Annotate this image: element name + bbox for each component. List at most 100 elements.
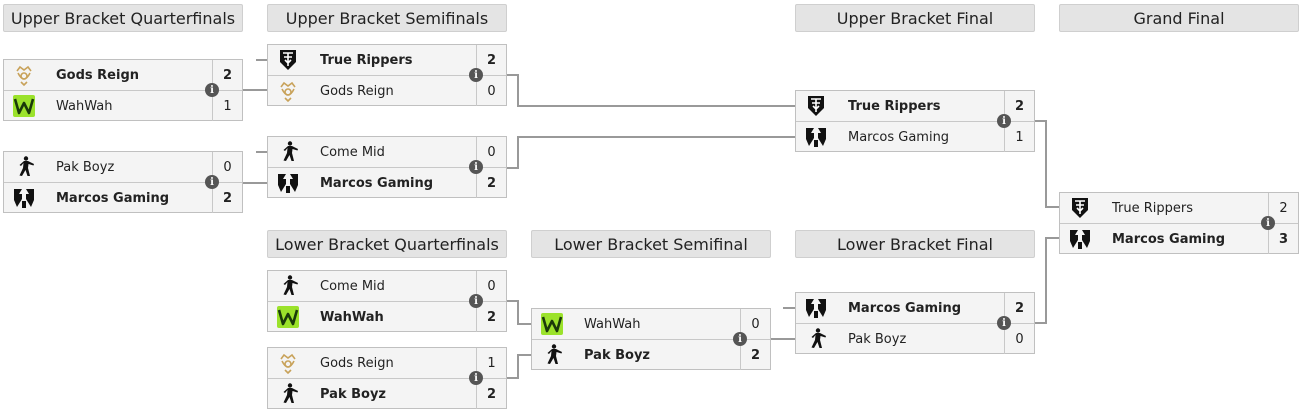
team-score: 2 [476, 379, 506, 409]
gods-reign-logo-icon [4, 60, 44, 90]
match-info-icon[interactable]: i [469, 294, 483, 308]
team-score: 0 [1004, 324, 1034, 354]
match-info-icon[interactable]: i [1261, 216, 1275, 230]
team-row[interactable]: Pak Boyz 0 [796, 324, 1034, 354]
pak-boyz-logo-icon [532, 340, 572, 370]
team-row[interactable]: Pak Boyz 0 [4, 152, 242, 182]
match-info-icon[interactable]: i [997, 114, 1011, 128]
team-row[interactable]: Marcos Gaming 2 [4, 183, 242, 213]
team-row[interactable]: Gods Reign 1 [268, 348, 506, 378]
team-name[interactable]: Pak Boyz [320, 386, 387, 402]
team-name[interactable]: Marcos Gaming [1112, 231, 1226, 247]
team-name[interactable]: Gods Reign [56, 67, 140, 83]
row-divider [268, 167, 506, 168]
row-divider [796, 121, 1034, 122]
team-score: 0 [476, 271, 506, 301]
team-row[interactable]: Marcos Gaming 3 [1060, 224, 1298, 254]
team-row[interactable]: Come Mid 0 [268, 271, 506, 301]
team-name[interactable]: Come Mid [320, 278, 385, 294]
team-score: 2 [476, 45, 506, 75]
wahwah-logo-icon [532, 309, 572, 339]
team-name[interactable]: WahWah [320, 309, 384, 325]
team-score: 2 [1004, 91, 1034, 121]
team-score: 2 [1004, 293, 1034, 323]
match-info-icon[interactable]: i [469, 160, 483, 174]
team-name[interactable]: True Rippers [848, 98, 941, 114]
true-rippers-logo-icon [268, 45, 308, 75]
team-name[interactable]: Pak Boyz [56, 159, 115, 175]
match-info-icon[interactable]: i [733, 332, 747, 346]
team-name[interactable]: Pak Boyz [584, 347, 651, 363]
header-upper-bracket-final: Upper Bracket Final [795, 4, 1035, 32]
team-row[interactable]: Pak Boyz 2 [268, 379, 506, 409]
marcos-gaming-logo-icon [4, 183, 44, 213]
team-score: 0 [476, 76, 506, 106]
come-mid-logo-icon [268, 137, 308, 167]
match-info-icon[interactable]: i [205, 83, 219, 97]
row-divider [4, 90, 242, 91]
team-score: 1 [476, 348, 506, 378]
team-name[interactable]: True Rippers [1112, 200, 1194, 216]
team-name[interactable]: Marcos Gaming [848, 300, 962, 316]
team-score: 0 [212, 152, 242, 182]
team-name[interactable]: Gods Reign [320, 83, 394, 99]
team-score: 1 [212, 91, 242, 121]
match-info-icon[interactable]: i [469, 371, 483, 385]
row-divider [532, 339, 770, 340]
team-name[interactable]: Marcos Gaming [320, 175, 434, 191]
pak-boyz-logo-icon [4, 152, 44, 182]
pak-boyz-logo-icon [796, 324, 836, 354]
row-divider [268, 301, 506, 302]
team-row[interactable]: WahWah 1 [4, 91, 242, 121]
true-rippers-logo-icon [796, 91, 836, 121]
team-name[interactable]: True Rippers [320, 52, 413, 68]
team-name[interactable]: WahWah [584, 316, 641, 332]
header-lower-bracket-final: Lower Bracket Final [795, 230, 1035, 258]
team-name[interactable]: WahWah [56, 98, 113, 114]
team-row[interactable]: WahWah 0 [532, 309, 770, 339]
team-score: 2 [212, 60, 242, 90]
team-score: 1 [1004, 122, 1034, 152]
match-info-icon[interactable]: i [205, 175, 219, 189]
team-name[interactable]: Marcos Gaming [56, 190, 170, 206]
match-info-icon[interactable]: i [997, 316, 1011, 330]
team-score: 2 [212, 183, 242, 213]
team-row[interactable]: Marcos Gaming 2 [268, 168, 506, 198]
team-name[interactable]: Gods Reign [320, 355, 394, 371]
team-row[interactable]: Gods Reign 2 [4, 60, 242, 90]
team-row[interactable]: Marcos Gaming 1 [796, 122, 1034, 152]
team-score: 2 [476, 168, 506, 198]
pak-boyz-logo-icon [268, 379, 308, 409]
team-name[interactable]: Marcos Gaming [848, 129, 950, 145]
team-score: 3 [1268, 224, 1298, 254]
team-name[interactable]: Pak Boyz [848, 331, 907, 347]
team-name[interactable]: Come Mid [320, 144, 385, 160]
team-row[interactable]: Gods Reign 0 [268, 76, 506, 106]
team-score: 2 [740, 340, 770, 370]
team-row[interactable]: True Rippers 2 [268, 45, 506, 75]
wahwah-logo-icon [268, 302, 308, 332]
match-info-icon[interactable]: i [469, 68, 483, 82]
gods-reign-logo-icon [268, 348, 308, 378]
team-row[interactable]: Marcos Gaming 2 [796, 293, 1034, 323]
row-divider [4, 182, 242, 183]
team-score: 0 [740, 309, 770, 339]
team-row[interactable]: True Rippers 2 [796, 91, 1034, 121]
team-row[interactable]: Pak Boyz 2 [532, 340, 770, 370]
gods-reign-logo-icon [268, 76, 308, 106]
header-grand-final: Grand Final [1059, 4, 1299, 32]
